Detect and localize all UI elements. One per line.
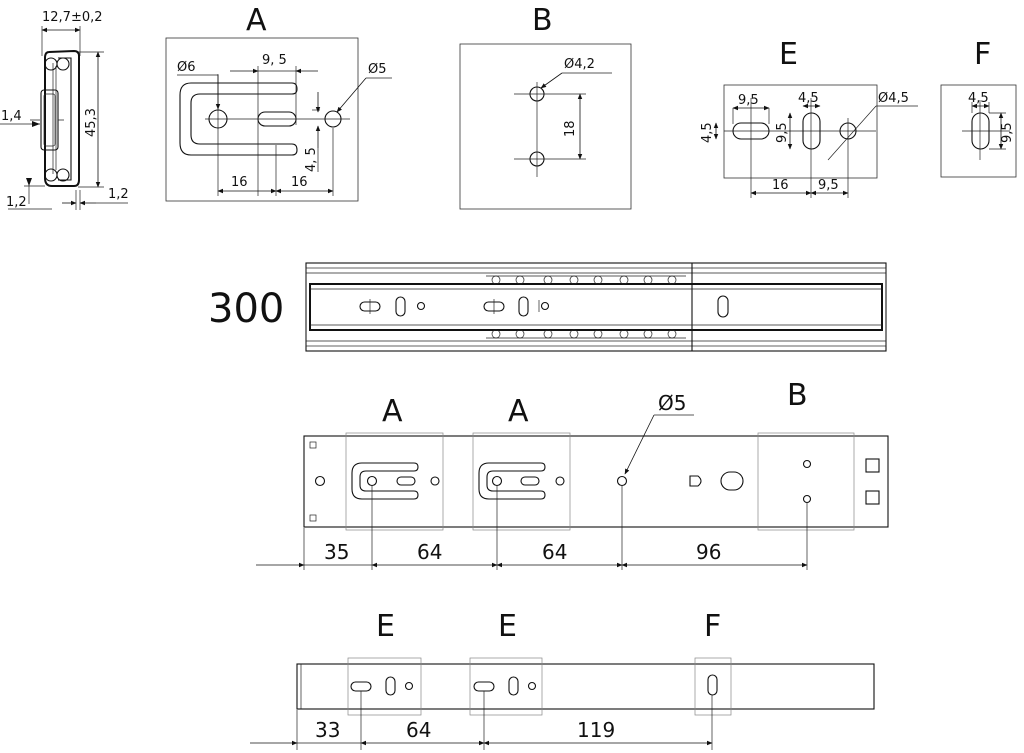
profile-section: 12,7±0,2 45,3 1,4 1,2 1,2 <box>0 10 129 210</box>
profile-height-label: 45,3 <box>84 108 99 137</box>
slide-assembly: 300 <box>208 262 887 352</box>
drawer-member: E E F 33 64 119 <box>250 609 875 750</box>
detail-e-hole-label: Ø4,5 <box>878 91 909 106</box>
detail-a: A Ø6 9, 5 Ø5 4, 5 16 16 <box>165 3 392 202</box>
rail-label-a2: A <box>508 394 529 429</box>
rail-hole-5 <box>616 475 628 487</box>
profile-left-label: 1,4 <box>1 109 22 124</box>
detail-e-dim-16: 16 <box>772 178 789 193</box>
detail-e-slot-w: 9,5 <box>738 93 759 108</box>
member-body <box>296 663 875 710</box>
detail-e-frame <box>723 84 878 179</box>
detail-e: E 9,5 4,5 4,5 9,5 Ø4,5 16 9,5 <box>700 37 918 198</box>
detail-f-frame <box>940 84 1017 178</box>
member-label-f: F <box>704 609 721 644</box>
detail-a-frame <box>165 37 359 202</box>
profile-bottom-right-label: 1,2 <box>108 187 129 202</box>
member-dim-119: 119 <box>577 718 615 742</box>
detail-b-frame <box>459 43 632 210</box>
detail-b-hole-label: Ø4,2 <box>564 57 595 72</box>
detail-f-letter: F <box>974 37 991 72</box>
detail-a-dim-left: 16 <box>231 175 248 190</box>
detail-b: B 18 Ø4,2 <box>459 3 632 210</box>
detail-a-dim-right: 16 <box>291 175 308 190</box>
detail-e-slot-h: 4,5 <box>700 122 715 143</box>
rail-dim-35: 35 <box>324 540 349 564</box>
member-label-e2: E <box>498 609 517 644</box>
detail-f-w: 4,5 <box>968 91 989 106</box>
ball-top-left <box>44 57 58 71</box>
detail-e-dim-95: 9,5 <box>818 178 839 193</box>
detail-a-hole-5-label: Ø5 <box>368 62 387 77</box>
detail-a-offset-label: 4, 5 <box>304 147 319 172</box>
rail-dim-64-b: 64 <box>542 540 567 564</box>
member-dim-64: 64 <box>406 718 431 742</box>
member-dim-33: 33 <box>315 718 340 742</box>
detail-e-slot2-w: 4,5 <box>798 91 819 106</box>
profile-width-label: 12,7±0,2 <box>42 10 103 25</box>
length-label: 300 <box>208 286 284 332</box>
detail-e-slot2-h: 9,5 <box>775 122 790 143</box>
detail-e-letter: E <box>779 37 798 72</box>
detail-a-spacing-label: 9, 5 <box>262 53 287 68</box>
rail-label-a1: A <box>382 394 403 429</box>
detail-f-h: 9,5 <box>1000 122 1015 143</box>
rail-dim-96: 96 <box>696 540 721 564</box>
rail-hole-label: Ø5 <box>658 391 686 415</box>
profile-bottom-left-label: 1,2 <box>6 195 27 210</box>
detail-a-hole-6-label: Ø6 <box>177 60 196 75</box>
inner-member <box>309 283 883 331</box>
detail-a-letter: A <box>246 3 267 38</box>
member-label-e1: E <box>376 609 395 644</box>
cabinet-rail: A A B Ø5 <box>256 378 889 570</box>
rail-label-b: B <box>787 378 808 413</box>
rail-body <box>303 435 889 528</box>
detail-f: F 4,5 9,5 <box>940 37 1017 178</box>
rail-dim-64-a: 64 <box>417 540 442 564</box>
detail-b-spacing-label: 18 <box>563 120 578 137</box>
detail-b-letter: B <box>532 3 553 38</box>
